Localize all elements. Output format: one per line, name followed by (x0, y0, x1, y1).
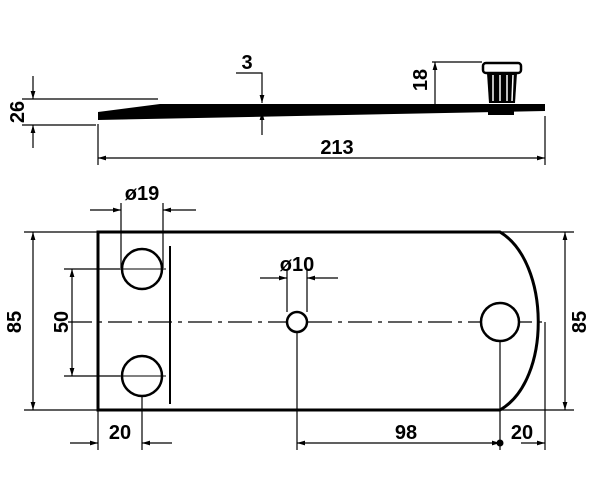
dim-plate-height-left (24, 231, 98, 411)
dim-side-height (22, 76, 158, 148)
dim-total-length (97, 116, 546, 165)
dim-thickness-label: 3 (241, 52, 252, 74)
dim-hole-offset-left (70, 396, 172, 450)
dim-plate-height-right-label: 85 (569, 311, 591, 333)
dim-nozzle-height-label: 18 (410, 69, 432, 91)
dim-side-height-label: 26 (7, 101, 29, 123)
dim-hole-offset-right-label: 20 (511, 422, 533, 444)
side-view: 26 3 18 213 (7, 52, 546, 165)
side-view-strip (98, 104, 545, 120)
dim-total-length-label: 213 (320, 137, 353, 159)
plate-outline (96, 230, 540, 412)
dim-hole-spacing-label: 50 (51, 311, 73, 333)
nozzle-icon (481, 61, 523, 115)
dim-hole-offset-center (296, 332, 501, 450)
dim-hole-spacing (64, 268, 120, 377)
dim-plate-height-right (500, 231, 574, 411)
hole-small-center (285, 310, 309, 334)
dim-thickness (236, 72, 265, 135)
dim-hole-offset-right (521, 322, 546, 450)
hole-large-top (118, 247, 166, 291)
dim-plate-height-left-label: 85 (4, 311, 26, 333)
dim-hole-small (260, 270, 338, 312)
dim-origin-dot (496, 439, 504, 447)
dim-hole-small-label: ø10 (280, 254, 314, 276)
dim-hole-offset-center-label: 98 (395, 422, 417, 444)
dim-nozzle-height (432, 61, 482, 104)
dim-hole-large-label: ø19 (125, 183, 159, 205)
hole-large-bottom (118, 354, 166, 398)
dim-hole-offset-left-label: 20 (109, 422, 131, 444)
top-view: ø19 ø10 85 50 (4, 183, 591, 450)
hole-large-right (479, 301, 521, 343)
dim-hole-large (90, 203, 196, 268)
